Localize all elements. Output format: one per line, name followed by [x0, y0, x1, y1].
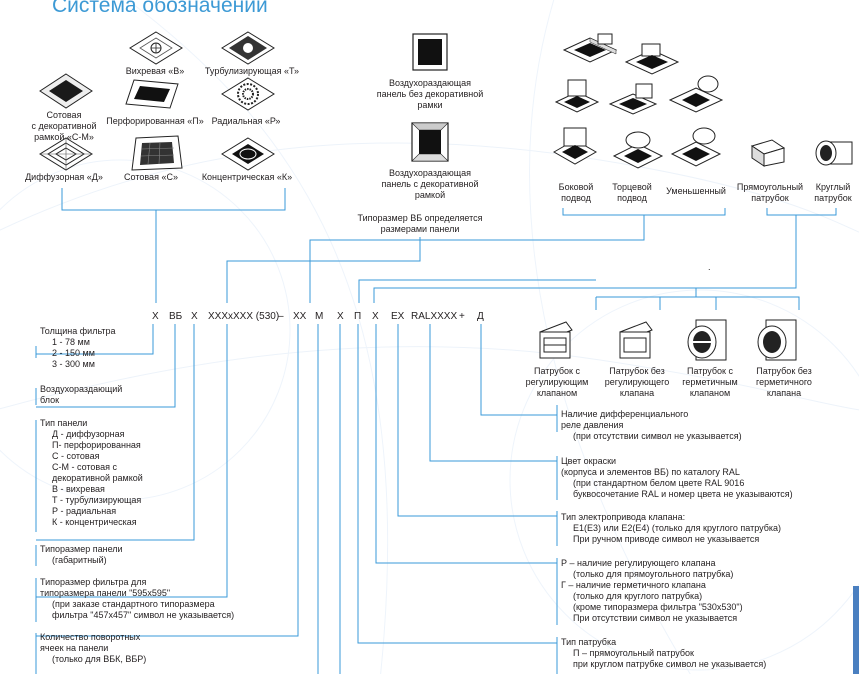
perforated-panel-label: Перфорированная «П» [106, 116, 204, 126]
code-ral: RALХХХХ [411, 311, 458, 322]
nozzle-hermetic-valve-icon [687, 319, 727, 361]
diffuser-panel-icon [39, 137, 93, 171]
vortex-panel-label: Вихревая «В» [125, 66, 185, 76]
side-connection-icon [552, 127, 598, 165]
code-dash: – [278, 311, 284, 322]
vortex-panel-icon [129, 31, 183, 65]
unit-icon-mid-2 [608, 83, 658, 115]
radial-panel-icon [221, 77, 275, 111]
concentric-panel-label: Концентрическая «К» [201, 172, 293, 182]
code-m: М [315, 311, 324, 322]
code-x3: Х [337, 311, 344, 322]
code-p: П [354, 311, 362, 322]
code-ex: ЕХ [391, 311, 405, 322]
nozzle-type-block: Тип патрубка П – прямоугольный патрубок … [561, 637, 767, 669]
code-d: Д [477, 311, 484, 322]
honeycomb-panel-label: Сотовая «С» [124, 172, 178, 182]
code-vb: ВБ [169, 311, 183, 322]
code-size: ХХХхХХХ (530) [208, 311, 280, 322]
valve-drive-block: Тип электропривода клапана: Е1(Е3) или Е… [561, 512, 781, 544]
page-edge-bar [853, 586, 859, 674]
concentric-panel-icon [221, 137, 275, 171]
honeycomb-panel-icon [131, 135, 183, 171]
rect-nozzle-icon [750, 139, 786, 167]
reduced-connection-icon [670, 127, 722, 167]
filter-size-block: Типоразмер фильтра для типоразмера панел… [40, 577, 235, 620]
code-x1: Х [152, 311, 159, 322]
rotating-cells-block: Количество поворотных ячеек на панели (т… [40, 632, 147, 664]
filter-thickness-block: Толщина фильтра 1 - 78 мм 2 - 150 мм 3 -… [40, 326, 116, 369]
unit-icon-top-2 [624, 43, 680, 75]
end-connection-icon [612, 131, 664, 169]
code-xx: ХХ [293, 311, 307, 322]
nozzle-reg-valve-icon [539, 321, 573, 359]
panel-with-frame-icon [411, 122, 449, 162]
unit-icon-mid-3 [668, 75, 724, 113]
round-nozzle-icon [815, 140, 853, 166]
unit-icon-top-1 [562, 33, 618, 63]
panel-no-frame-icon [412, 33, 448, 71]
panel-size-block: Типоразмер панели(габаритный) [40, 544, 123, 565]
page-title: Система обозначений [52, 0, 268, 17]
perforated-panel-icon [125, 79, 179, 109]
stray-dot: . [708, 262, 711, 272]
valve-presence-block: Р – наличие регулирующего клапана (тольк… [561, 558, 743, 623]
unit-icon-mid-1 [554, 79, 600, 113]
turbulizing-panel-icon [221, 31, 275, 65]
radial-panel-label: Радиальная «Р» [211, 116, 281, 126]
turbulizing-panel-label: Турбулизирующая «Т» [204, 66, 300, 76]
paint-color-block: Цвет окраски(корпуса и элементов ВБ) по … [561, 456, 793, 499]
code-x2: Х [191, 311, 198, 322]
honeycomb-frame-panel-icon [39, 73, 93, 109]
reduced-connection-label: Уменьшенный [666, 186, 726, 196]
code-x4: Х [372, 311, 379, 322]
diffuser-panel-label: Диффузорная «Д» [25, 172, 103, 182]
nozzle-no-hermetic-valve-icon [757, 319, 797, 361]
nozzle-no-reg-valve-icon [619, 321, 653, 359]
code-plus: + [459, 311, 465, 322]
panel-type-block: Тип панели Д - диффузорная П- перфориров… [40, 418, 143, 527]
